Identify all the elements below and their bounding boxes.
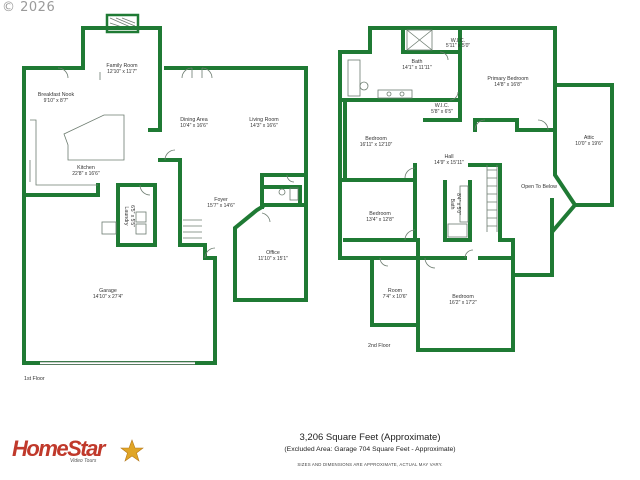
first-floor-plan [22,13,308,365]
attic-dim: 10'0" x 19'6" [575,141,603,147]
bedroom1-name: Bedroom [365,136,387,142]
laundry-name: Laundry [123,206,129,225]
living-room-name: Living Room [249,117,279,123]
copyright-text: © 2026 [2,0,56,15]
dining-area-name: Dining Area [180,117,207,123]
foyer-name: Foyer [214,197,228,203]
bath-name: Bath [412,59,423,65]
laundry-dim: 6'5" x 5'5" [129,205,135,227]
wic-top-dim: 5'11" x 5'0" [446,43,470,49]
bedroom2-name: Bedroom [369,211,391,217]
second-floor-plan [338,26,614,352]
first-floor-label: 1st Floor [24,376,45,382]
size-disclaimer: SIZES AND DIMENSIONS ARE APPROXIMATE, AC… [297,462,443,467]
room-dim: 7'4" x 10'6" [383,294,408,300]
second-floor-label: 2nd Floor [368,343,391,349]
office-name: Office [266,250,280,256]
breakfast-nook-dim: 9'10" x 8'7" [44,98,69,104]
hall-name: Hall [444,154,453,160]
bedroom3-dim: 16'2" x 17'2" [449,300,477,306]
room-name: Room [388,288,403,294]
bedroom3-name: Bedroom [452,294,474,300]
bedroom1-dim: 16'11" x 12'10" [360,142,393,148]
primary-bedroom-dim: 14'8" x 16'8" [494,82,522,88]
wic-mid-name: W.I.C. [435,103,449,109]
breakfast-nook-name: Breakfast Nook [38,92,75,98]
kitchen-name: Kitchen [77,165,95,171]
hall-dim: 14'9" x 15'11" [434,160,464,166]
bedroom2-dim: 13'4" x 12'8" [366,217,394,223]
office-dim: 11'10" x 15'1" [258,256,288,262]
logo-text: HomeStar [12,436,105,461]
dining-area-dim: 10'4" x 16'6" [180,123,208,129]
first-floor-labels: Family Room 12'10" x 11'7" Breakfast Noo… [24,63,288,382]
excluded-area-note: (Excluded Area: Garage 704 Square Feet -… [284,446,456,453]
second-floor-labels: W.I.C. 5'11" x 5'0" Bath 14'1" x 11'11" … [360,38,603,349]
kitchen-dim: 22'8" x 16'6" [72,171,100,177]
bath-dim: 14'1" x 11'11" [402,65,432,71]
open-to-below-label: Open To Below [521,184,557,190]
wic-mid-dim: 5'8" x 6'5" [431,109,453,115]
homestar-logo: HomeStar Video Tours [12,436,144,468]
total-square-feet: 3,206 Square Feet (Approximate) [299,432,441,443]
primary-bedroom-name: Primary Bedroom [487,76,529,82]
wic-top-name: W.I.C. [451,38,465,44]
family-room-name: Family Room [106,63,138,69]
bath2-dim: 8'4" x 5'0" [455,193,461,215]
family-room-dim: 12'10" x 11'7" [107,69,137,75]
living-room-dim: 14'3" x 16'6" [250,123,278,129]
attic-name: Attic [584,135,595,141]
garage-name: Garage [99,288,117,294]
garage-dim: 14'10" x 27'4" [93,294,123,300]
star-icon [120,439,144,462]
bath2-name: Bath [449,199,455,210]
foyer-dim: 15'7" x 14'6" [207,203,235,209]
logo-subtext: Video Tours [70,458,97,464]
